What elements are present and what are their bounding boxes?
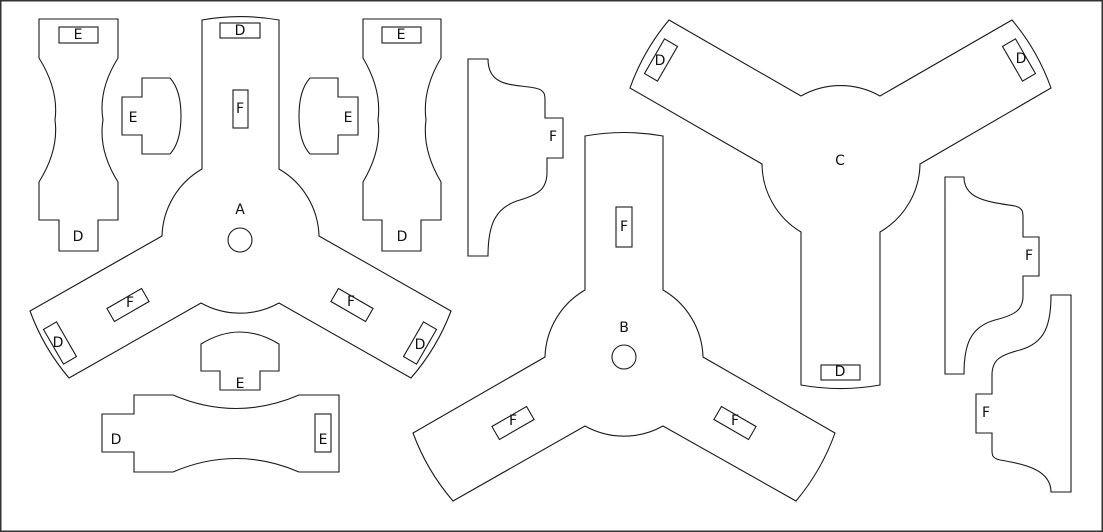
slot-label: D bbox=[655, 53, 666, 69]
slot bbox=[381, 26, 422, 44]
slot-label: D bbox=[1016, 51, 1027, 67]
slot bbox=[1001, 38, 1037, 82]
slot bbox=[314, 413, 332, 453]
slot-label: E bbox=[319, 432, 328, 448]
small-e-bottom-label: E bbox=[236, 376, 245, 392]
piece-c: C D D D bbox=[629, 19, 1052, 390]
profile-3-outline bbox=[975, 294, 1072, 493]
piece-c-label: C bbox=[835, 153, 845, 169]
slot bbox=[402, 321, 438, 365]
slot-label: E bbox=[397, 27, 406, 43]
piece-c-outline bbox=[629, 19, 1052, 390]
side-piece-left: E D bbox=[38, 18, 119, 252]
slot-label: F bbox=[509, 413, 517, 429]
slot bbox=[615, 206, 633, 248]
slot-label: D bbox=[835, 364, 846, 380]
slot bbox=[219, 22, 261, 39]
edge-label: D bbox=[397, 229, 408, 245]
slot-label: F bbox=[620, 219, 628, 235]
slot-label: F bbox=[126, 295, 134, 311]
profile-1-label: F bbox=[549, 129, 557, 145]
piece-a-hole bbox=[227, 227, 253, 253]
small-e-left-outline bbox=[121, 77, 182, 155]
piece-a-outline bbox=[29, 16, 452, 379]
profile-2-outline bbox=[944, 176, 1040, 375]
slot bbox=[58, 26, 99, 44]
slot bbox=[713, 405, 757, 441]
small-e-left-label: E bbox=[129, 110, 138, 126]
profile-1-outline bbox=[467, 58, 564, 257]
piece-a: A D F F F D D bbox=[29, 16, 452, 379]
piece-b-label: B bbox=[619, 320, 629, 336]
piece-b: B F F F bbox=[412, 132, 836, 502]
slot-label: F bbox=[731, 413, 739, 429]
slot-label: D bbox=[415, 337, 426, 353]
bottom-bar-outline bbox=[101, 394, 340, 473]
slot bbox=[106, 287, 150, 323]
slot-label: F bbox=[236, 101, 244, 117]
slot-label: F bbox=[347, 294, 355, 310]
bottom-bar-label: D bbox=[111, 432, 122, 448]
profile-2-label: F bbox=[1025, 248, 1033, 264]
side-piece-right-outline bbox=[362, 18, 442, 252]
piece-b-outline bbox=[412, 132, 836, 502]
slot-label: D bbox=[53, 335, 64, 351]
side-piece-left-outline bbox=[38, 18, 119, 252]
piece-b-hole bbox=[611, 344, 637, 370]
profile-3-label: F bbox=[982, 405, 990, 421]
small-e-bottom-outline bbox=[200, 331, 280, 391]
slot bbox=[42, 321, 78, 365]
slot-label: D bbox=[235, 23, 246, 39]
slot bbox=[820, 364, 861, 381]
slot bbox=[330, 287, 374, 323]
small-e-right-label: E bbox=[344, 110, 353, 126]
slot bbox=[232, 89, 249, 129]
slot bbox=[643, 38, 679, 82]
small-e-right-outline bbox=[298, 77, 359, 155]
side-piece-right: E D bbox=[362, 18, 442, 252]
slot bbox=[491, 405, 535, 441]
piece-a-label: A bbox=[235, 202, 245, 218]
slot-label: E bbox=[74, 27, 83, 43]
edge-label: D bbox=[73, 229, 84, 245]
